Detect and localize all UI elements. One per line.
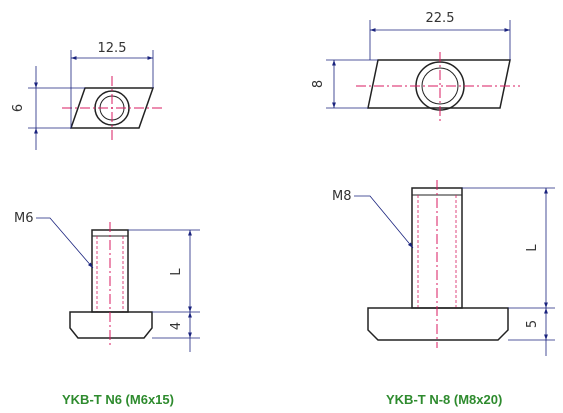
left-part-caption: YKB-T N6 (M6x15) <box>62 392 174 407</box>
right-top-hole-inner <box>421 67 459 105</box>
left-side-head <box>69 311 153 339</box>
left-top-height-label: 6 <box>11 104 26 112</box>
right-side-thread-leader <box>354 195 414 249</box>
left-side-head-label: 4 <box>169 322 184 330</box>
right-side-thread-label: M8 <box>332 189 352 204</box>
right-side-head <box>367 307 509 341</box>
right-top-view: 22.5 8 <box>311 11 520 124</box>
left-side-thread-leader <box>36 217 94 269</box>
right-top-body <box>367 59 511 109</box>
left-top-width-label: 12.5 <box>98 41 127 56</box>
right-side-head-label: 5 <box>525 320 540 328</box>
right-part-caption: YKB-T N-8 (M8x20) <box>386 392 503 407</box>
right-top-height-label: 8 <box>311 80 326 88</box>
left-side-thread-label: M6 <box>14 211 34 226</box>
right-side-length-label: L <box>525 244 540 252</box>
left-side-view: M6 L 4 <box>14 211 200 352</box>
right-side-view: M8 L 5 <box>332 180 555 356</box>
left-top-view: 12.5 6 <box>11 41 162 150</box>
right-top-width-label: 22.5 <box>426 11 455 26</box>
left-side-length-label: L <box>169 268 184 276</box>
